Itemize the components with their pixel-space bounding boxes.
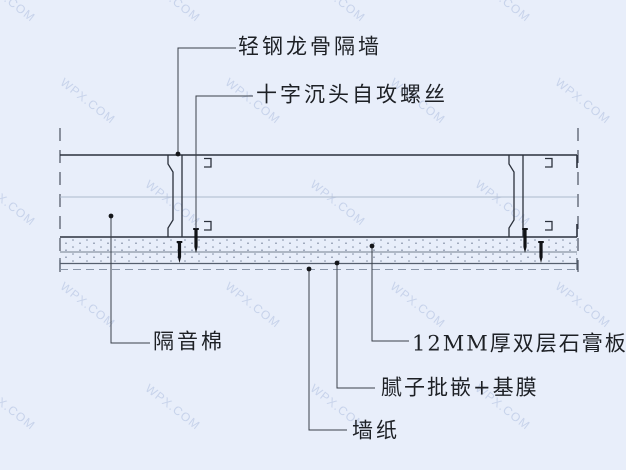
left-stud-top-lip xyxy=(204,157,212,168)
left-stud-bottom-lip xyxy=(204,220,212,231)
right-stud-web xyxy=(508,155,515,237)
callout-label-gypsum: 12MM厚双层石膏板 xyxy=(412,331,626,356)
dot-wallpaper xyxy=(306,266,312,272)
right-stud-bottom-lip xyxy=(545,220,553,231)
screw-right-stud xyxy=(522,228,528,253)
leader-dots xyxy=(108,151,375,272)
leader-screw xyxy=(195,95,253,229)
left-stud xyxy=(167,155,212,237)
right-stud-top-lip xyxy=(545,157,553,168)
callout-label-putty: 腻子批嵌+基膜 xyxy=(381,375,539,400)
callout-label-wallpaper: 墙纸 xyxy=(352,418,400,443)
gypsum-layer-1 xyxy=(60,238,577,252)
gypsum-layer-2 xyxy=(60,253,577,263)
leader-wallpaper xyxy=(308,269,347,431)
callout-label-steel-keel: 轻钢龙骨隔墙 xyxy=(238,34,382,59)
callout-label-screw: 十字沉头自攻螺丝 xyxy=(256,82,448,107)
putty-layer-end-ticks xyxy=(59,258,578,270)
leader-putty xyxy=(336,263,375,389)
dot-gypsum xyxy=(369,243,375,249)
leader-steel-keel xyxy=(177,47,236,154)
screw-left-offset xyxy=(176,241,183,263)
dot-putty xyxy=(334,260,340,266)
dot-steel-keel xyxy=(175,151,181,157)
leader-insulation xyxy=(110,216,150,344)
left-stud-web xyxy=(167,155,174,237)
leader-lines xyxy=(110,47,409,431)
callout-label-insulation: 隔音棉 xyxy=(153,329,225,354)
dot-insulation xyxy=(108,213,114,219)
screw-right-offset xyxy=(538,241,544,263)
right-stud xyxy=(508,155,553,237)
leader-gypsum xyxy=(371,246,409,342)
screw-left-stud xyxy=(193,228,199,253)
